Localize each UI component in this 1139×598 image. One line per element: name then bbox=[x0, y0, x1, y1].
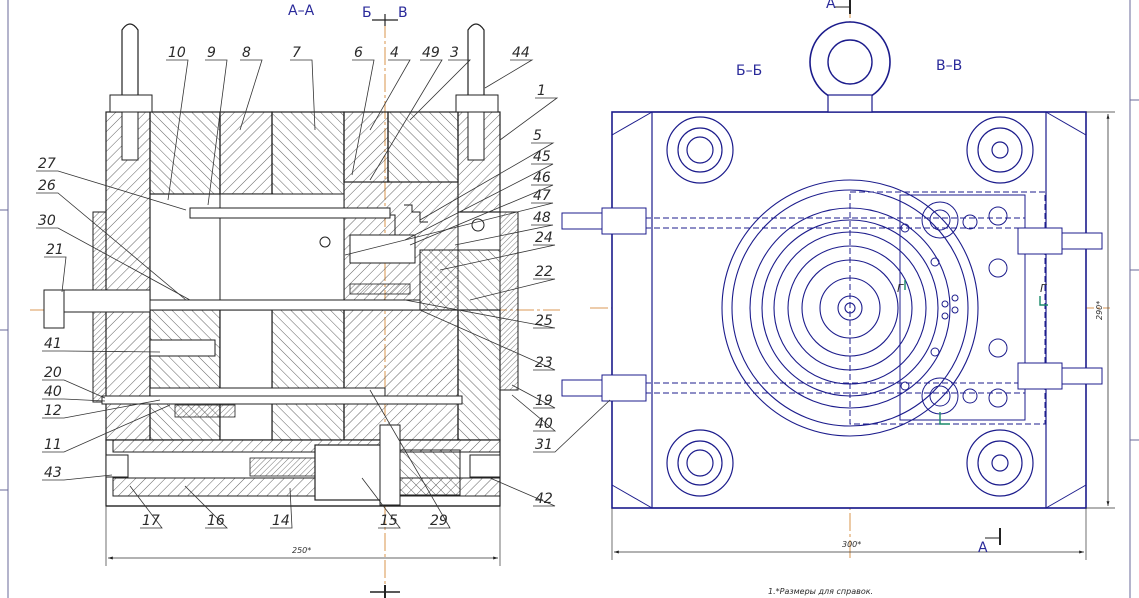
section-title-aa: А–А bbox=[288, 3, 315, 19]
part-number-label: 21 bbox=[46, 242, 64, 258]
section-mark-b: Б bbox=[362, 5, 372, 21]
leader-line bbox=[484, 59, 534, 89]
leader-line bbox=[369, 389, 451, 529]
part-number-label: 5 bbox=[533, 128, 542, 144]
section-mark-g-right: Г bbox=[1040, 282, 1047, 295]
leader-line bbox=[166, 59, 189, 201]
part-number-label: 19 bbox=[535, 393, 553, 409]
section-mark-g-left: Г bbox=[897, 282, 904, 295]
leader-line bbox=[36, 170, 187, 211]
leader-line bbox=[409, 59, 471, 121]
part-number-label: 41 bbox=[44, 336, 62, 352]
section-mark-v: В bbox=[398, 5, 408, 21]
part-number-label: 26 bbox=[38, 178, 56, 194]
leader-line bbox=[499, 97, 559, 141]
part-number-label: 22 bbox=[535, 264, 553, 280]
dim-width-right: 300* bbox=[842, 540, 861, 549]
part-number-label: 11 bbox=[44, 437, 62, 453]
part-number-label: 7 bbox=[292, 45, 301, 61]
part-number-label: 46 bbox=[533, 170, 551, 186]
section-mark-a-top: А bbox=[826, 0, 836, 12]
leader-line bbox=[454, 224, 554, 246]
part-number-label: 49 bbox=[422, 45, 440, 61]
leader-line bbox=[239, 59, 263, 131]
part-number-label: 17 bbox=[142, 513, 160, 529]
leader-line bbox=[511, 384, 556, 409]
section-title-bb: Б–Б bbox=[736, 63, 762, 79]
leader-line bbox=[369, 59, 411, 131]
part-number-label: 30 bbox=[38, 213, 56, 229]
leader-line bbox=[533, 399, 611, 453]
leader-line bbox=[129, 485, 163, 529]
part-number-label: 4 bbox=[390, 45, 399, 61]
part-number-label: 12 bbox=[44, 403, 62, 419]
leader-line bbox=[205, 59, 228, 206]
leader-line bbox=[369, 59, 443, 181]
part-number-label: 27 bbox=[38, 156, 56, 172]
part-number-label: 8 bbox=[242, 45, 251, 61]
part-number-label: 25 bbox=[535, 313, 553, 329]
leader-line bbox=[351, 59, 375, 176]
part-number-label: 3 bbox=[450, 45, 459, 61]
leader-line bbox=[361, 477, 401, 529]
part-number-label: 9 bbox=[207, 45, 216, 61]
leader-line bbox=[36, 192, 187, 301]
leader-line bbox=[42, 379, 106, 399]
part-number-label: 47 bbox=[533, 188, 551, 204]
leader-line bbox=[344, 202, 554, 256]
part-number-label: 10 bbox=[168, 45, 186, 61]
section-mark-a-bottom: А bbox=[978, 540, 988, 556]
part-number-label: 48 bbox=[533, 210, 551, 226]
part-number-label: 45 bbox=[533, 149, 551, 165]
part-number-label: 44 bbox=[512, 45, 530, 61]
part-number-label: 29 bbox=[430, 513, 448, 529]
part-number-label: 24 bbox=[535, 230, 553, 246]
section-aa-view bbox=[30, 14, 560, 598]
part-number-label: 14 bbox=[272, 513, 290, 529]
leader-line bbox=[469, 278, 556, 301]
leader-line bbox=[44, 256, 67, 293]
part-number-label: 42 bbox=[535, 491, 553, 507]
dim-width-left: 250* bbox=[292, 546, 311, 555]
part-number-label: 43 bbox=[44, 465, 62, 481]
leader-lines bbox=[36, 59, 611, 529]
leader-line bbox=[489, 477, 556, 507]
part-number-label: 20 bbox=[44, 365, 62, 381]
part-number-label: 31 bbox=[535, 437, 553, 453]
leader-line bbox=[270, 487, 293, 529]
drawing-note: 1.*Размеры для справок. bbox=[768, 587, 873, 596]
leader-line bbox=[419, 309, 556, 371]
leader-line bbox=[511, 394, 557, 432]
leader-line bbox=[36, 227, 191, 301]
leader-line bbox=[42, 399, 161, 419]
part-number-label: 23 bbox=[535, 355, 553, 371]
section-bb-vv-view bbox=[561, 0, 1115, 560]
leader-line bbox=[404, 163, 554, 241]
part-number-label: 6 bbox=[354, 45, 363, 61]
leader-line bbox=[42, 350, 161, 353]
leader-line bbox=[290, 59, 316, 131]
part-number-label: 16 bbox=[207, 513, 225, 529]
leader-line bbox=[404, 299, 556, 329]
dim-height-right: 290* bbox=[1095, 301, 1104, 320]
leader-line bbox=[184, 485, 228, 529]
leader-line bbox=[42, 404, 171, 453]
leader-line bbox=[439, 244, 556, 271]
section-title-vv: В–В bbox=[936, 58, 962, 74]
leader-line bbox=[419, 142, 555, 221]
leader-line bbox=[42, 398, 106, 402]
part-number-label: 15 bbox=[380, 513, 398, 529]
part-number-label: 1 bbox=[537, 83, 546, 99]
leader-line bbox=[42, 474, 113, 481]
leader-line bbox=[409, 184, 554, 246]
part-number-label: 40 bbox=[535, 416, 553, 432]
part-number-label: 40 bbox=[44, 384, 62, 400]
